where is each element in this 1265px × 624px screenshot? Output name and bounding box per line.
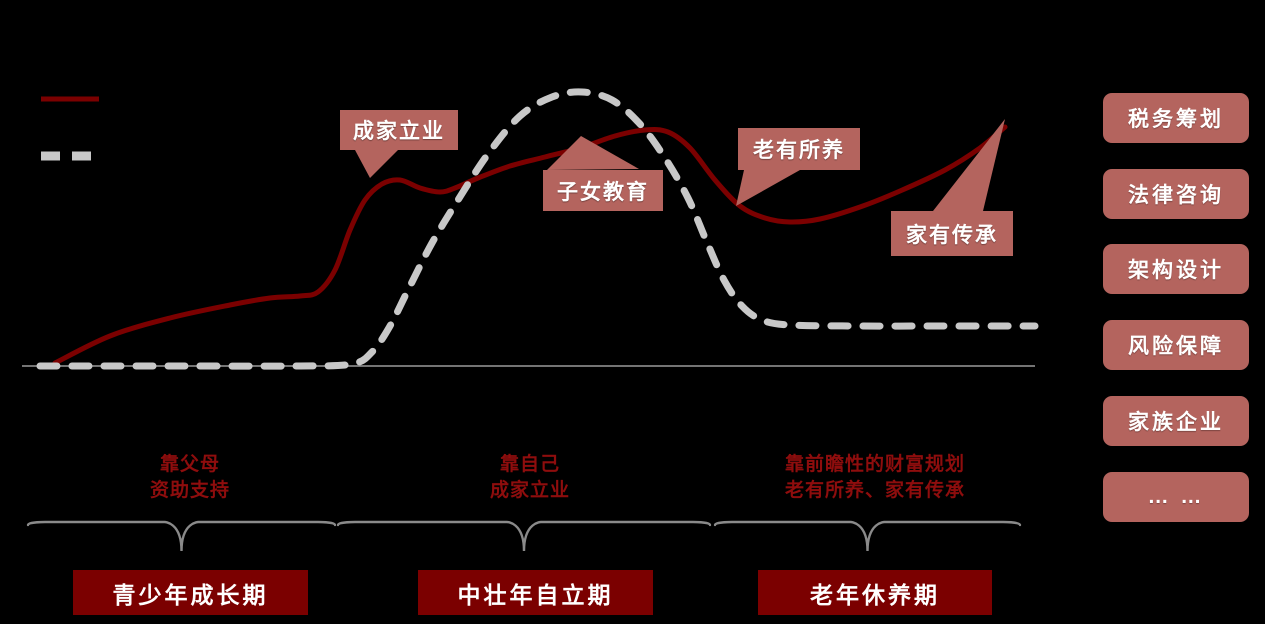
callout-label: 家有传承	[906, 223, 998, 247]
service-pill-label: 风险保障	[1128, 335, 1224, 358]
service-pill-6[interactable]: … …	[1103, 472, 1249, 522]
callout-lao-you-suo-yang[interactable]: 老有所养	[738, 128, 860, 170]
life-stage-description-2: 靠自己 成家立业	[489, 454, 570, 501]
service-pill-label: 家族企业	[1128, 411, 1224, 434]
life-stage-brace-2	[336, 520, 712, 552]
life-stage-brace-3	[713, 520, 1022, 552]
callout-cheng-jia-li-ye[interactable]: 成家立业	[340, 110, 458, 150]
callout-tail-zi-nv-jiao-yu	[547, 136, 639, 170]
service-pill-3[interactable]: 架构设计	[1103, 244, 1249, 294]
service-pill-label: 法律咨询	[1128, 184, 1224, 207]
callout-tail-jia-you-chuan-cheng	[933, 119, 1005, 211]
life-stage-description-1: 靠父母 资助支持	[149, 454, 230, 501]
life-stage-bar-label: 老年休养期	[810, 581, 940, 608]
service-pill-label: 架构设计	[1128, 259, 1224, 282]
life-stage-bar-label: 青少年成长期	[112, 581, 269, 608]
callout-label: 子女教育	[557, 180, 649, 204]
life-stage-bar-3[interactable]: 老年休养期	[758, 570, 992, 615]
life-stage-brace-1	[26, 520, 337, 552]
life-stage-description-3: 靠前瞻性的财富规划 老有所养、家有传承	[784, 454, 965, 501]
life-stage-bar-1[interactable]: 青少年成长期	[73, 570, 308, 615]
callout-label: 老有所养	[753, 139, 845, 162]
callout-zi-nv-jiao-yu[interactable]: 子女教育	[543, 170, 663, 211]
service-pill-label: … …	[1147, 485, 1205, 508]
callout-jia-you-chuan-cheng[interactable]: 家有传承	[891, 211, 1013, 256]
service-pill-2[interactable]: 法律咨询	[1103, 169, 1249, 219]
series-wealth-need-curve	[52, 124, 1008, 366]
callout-tail-lao-you-suo-yang	[736, 170, 800, 206]
callout-label: 成家立业	[353, 120, 445, 143]
service-pill-label: 税务筹划	[1128, 108, 1224, 131]
service-pill-1[interactable]: 税务筹划	[1103, 93, 1249, 143]
service-pill-5[interactable]: 家族企业	[1103, 396, 1249, 446]
life-stage-bar-label: 中壮年自立期	[457, 581, 614, 608]
series-income-ability-curve	[36, 88, 1039, 370]
life-stage-bar-2[interactable]: 中壮年自立期	[418, 570, 653, 615]
callout-tail-cheng-jia-li-ye	[355, 150, 398, 178]
service-pill-4[interactable]: 风险保障	[1103, 320, 1249, 370]
